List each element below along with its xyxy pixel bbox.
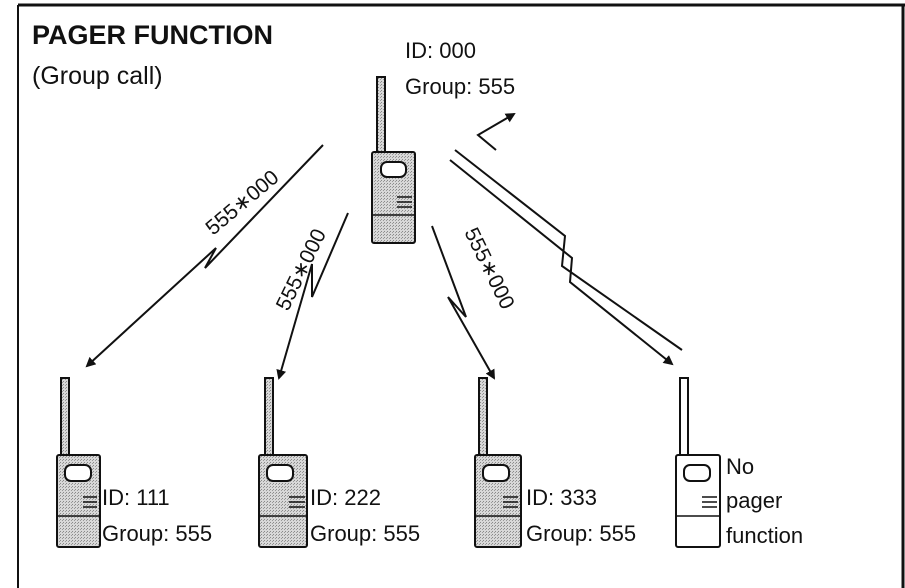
no-pager-radio-icon — [675, 377, 721, 548]
caller-group-label: Group: 555 — [405, 74, 515, 99]
diagram-title: PAGER FUNCTION — [32, 20, 273, 50]
signal-double-arrow-inner — [449, 159, 674, 366]
outgoing-arrow — [476, 112, 516, 151]
receiver-2-id-label: ID: 222 — [310, 485, 381, 510]
caller-radio-icon — [371, 76, 416, 244]
no-pager-label-line2: pager — [726, 488, 782, 513]
no-pager-label-line3: function — [726, 523, 803, 548]
receiver-radio-icon-1 — [56, 377, 101, 548]
receiver-3-id-label: ID: 333 — [526, 485, 597, 510]
receiver-3-group-label: Group: 555 — [526, 521, 636, 546]
signal-arrow-2 — [276, 212, 349, 380]
caller-id-label: ID: 000 — [405, 38, 476, 63]
receiver-1-id-label: ID: 111 — [102, 485, 170, 510]
signal-code-label-3: 555∗000 — [460, 224, 519, 313]
signal-arrow-1 — [85, 144, 324, 368]
diagram-subtitle: (Group call) — [32, 62, 163, 90]
receiver-2-group-label: Group: 555 — [310, 521, 420, 546]
receiver-1-group-label: Group: 555 — [102, 521, 212, 546]
signal-arrow-3 — [431, 225, 495, 380]
no-pager-label-line1: No — [726, 454, 754, 479]
receiver-radio-icon-3 — [474, 377, 522, 548]
receiver-radio-icon-2 — [258, 377, 308, 548]
